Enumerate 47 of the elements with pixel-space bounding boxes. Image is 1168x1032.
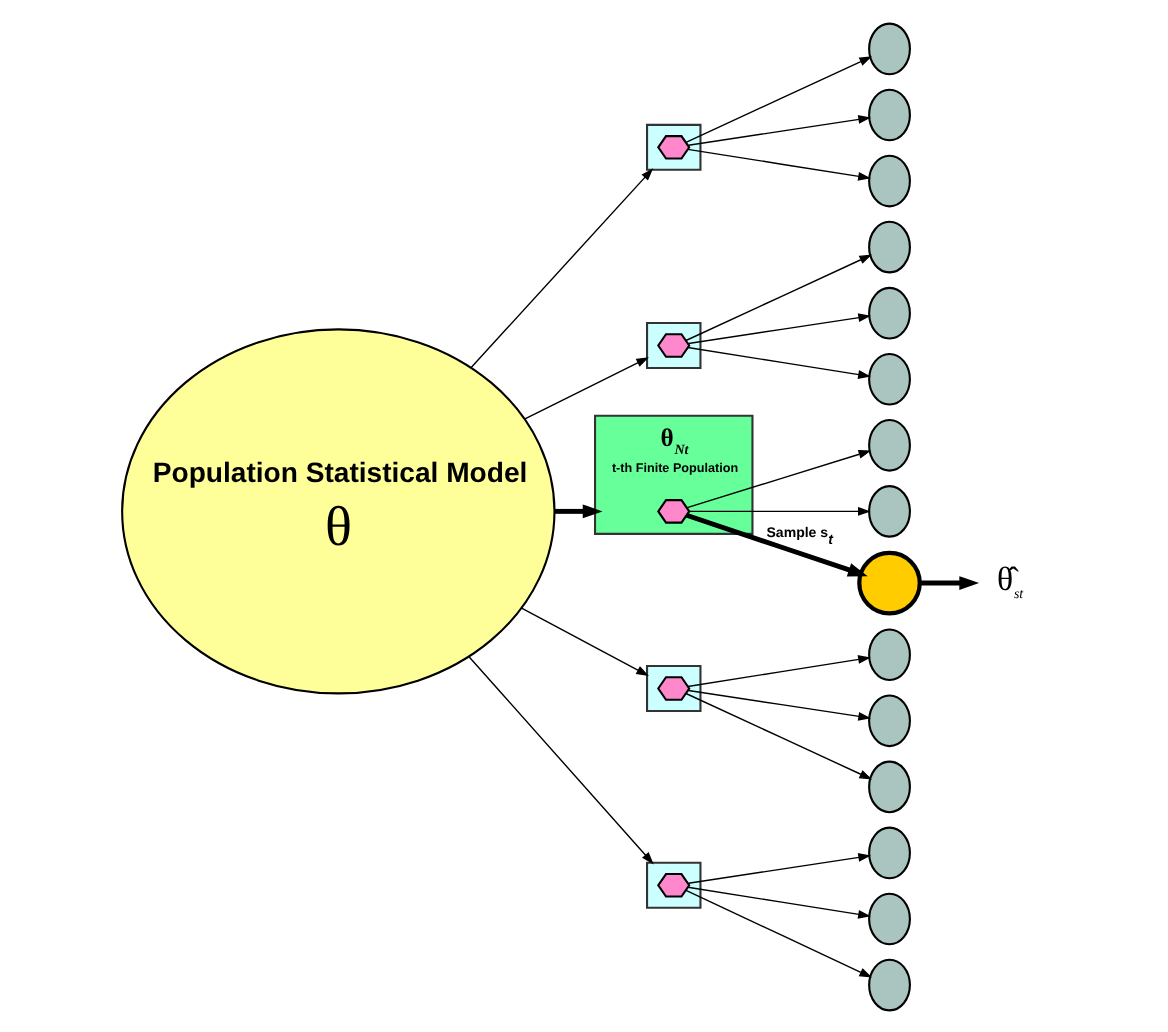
arrow bbox=[686, 345, 870, 378]
node-circle bbox=[867, 693, 910, 747]
node-circle bbox=[867, 825, 910, 879]
cluster bbox=[645, 320, 701, 369]
arrow bbox=[684, 888, 872, 977]
arrow bbox=[686, 312, 870, 344]
arrow bbox=[519, 606, 648, 676]
node-circle bbox=[867, 627, 910, 681]
arrow bbox=[686, 147, 870, 180]
node-hexagon bbox=[656, 498, 690, 523]
arrow bbox=[686, 852, 870, 883]
arrow bbox=[684, 691, 872, 779]
node-circle bbox=[867, 87, 910, 141]
cluster bbox=[645, 860, 701, 908]
node-ellipse: Population Statistical Model θ bbox=[120, 327, 555, 694]
arrow bbox=[684, 253, 872, 341]
node-circle bbox=[867, 759, 910, 813]
node-circle bbox=[867, 285, 910, 339]
node-hexagon bbox=[656, 675, 690, 700]
node-hexagon bbox=[656, 134, 690, 159]
cluster bbox=[645, 663, 701, 712]
arrow bbox=[467, 654, 653, 864]
node-circle bbox=[867, 417, 910, 471]
arrow bbox=[686, 688, 870, 720]
arrow bbox=[553, 503, 602, 518]
arrow bbox=[686, 114, 870, 145]
node-hexagon bbox=[656, 332, 690, 357]
node-circle bbox=[867, 219, 910, 273]
node-circle bbox=[867, 891, 910, 945]
node-circle bbox=[867, 153, 910, 207]
arrow bbox=[523, 356, 648, 419]
node-circle bbox=[867, 484, 910, 537]
arrow bbox=[688, 505, 870, 515]
node-circle bbox=[856, 549, 921, 615]
node-circle bbox=[867, 21, 910, 75]
arrow bbox=[686, 885, 870, 918]
arrow bbox=[685, 449, 871, 508]
cluster bbox=[645, 122, 701, 170]
arrow bbox=[684, 55, 872, 142]
arrow bbox=[469, 167, 653, 368]
node-hexagon bbox=[656, 871, 690, 897]
node-circle bbox=[867, 351, 910, 405]
arrow bbox=[918, 575, 979, 589]
arrow bbox=[686, 654, 870, 687]
node-text: θ̂$_{st}$ bbox=[996, 559, 1023, 602]
arrow bbox=[684, 511, 867, 576]
node-circle bbox=[867, 957, 910, 1011]
